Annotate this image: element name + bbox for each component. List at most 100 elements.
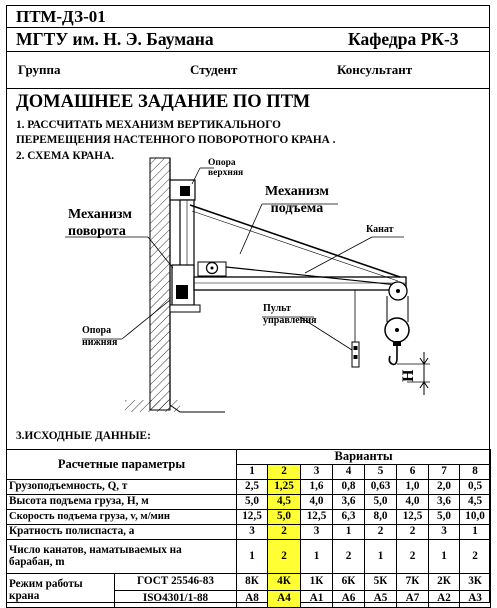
table-cell: 2	[396, 524, 429, 540]
table-cell: А1	[300, 590, 333, 608]
student-label: Студент	[190, 62, 238, 77]
hook-block	[384, 296, 410, 366]
table-cell: 1	[332, 524, 365, 540]
rope-line	[225, 266, 399, 286]
table-cell: 1К	[300, 573, 333, 591]
parameters-table: Расчетные параметры Варианты 1 2 3 4 5 6…	[6, 449, 492, 608]
variant-number-row: 1 2 3 4 5 6 7 8	[7, 464, 492, 480]
iso-label: ISO4301/1-88	[114, 590, 237, 608]
table-row: Скорость подъема груза, v, м/мин 12,5 5,…	[6, 509, 492, 525]
table-cell: 2	[332, 539, 365, 574]
table-cell: 0,5	[458, 479, 492, 495]
table-cell: 6К	[332, 573, 365, 591]
table-cell: А6	[332, 590, 365, 608]
table-cell: 8К	[236, 573, 268, 591]
row-label: Число канатов, наматываемых на барабан, …	[6, 539, 237, 574]
jib-beam	[189, 204, 407, 291]
table-cell: 2К	[428, 573, 460, 591]
rotation-mechanism-label: Механизм поворота	[68, 207, 132, 239]
table-cell: 5,0	[236, 494, 268, 510]
rope-label: Канат	[366, 224, 394, 235]
task-item-1-line-1: 1. РАССЧИТАТЬ МЕХАНИЗМ ВЕРТИКАЛЬНОГО	[16, 119, 281, 131]
variant-number: 5	[364, 464, 397, 480]
variant-number: 8	[458, 464, 492, 480]
row-label: Грузоподъемность, Q, т	[6, 479, 237, 495]
table-cell: 3,6	[428, 494, 460, 510]
group-label: Группа	[18, 62, 61, 77]
variants-header: Варианты	[235, 449, 492, 465]
table-cell: 1,6	[300, 479, 333, 495]
row-label: Кратность полиспаста, a	[6, 524, 237, 540]
table-cell: А3	[458, 590, 492, 608]
table-cell: 3К	[458, 573, 492, 591]
table-cell: 5К	[364, 573, 397, 591]
table-cell: 5,0	[267, 509, 301, 525]
table-cell: 4,0	[300, 494, 333, 510]
variant-number: 1	[236, 464, 268, 480]
table-cell: 4К	[267, 573, 301, 591]
table-cell: 2	[364, 524, 397, 540]
lower-support-label: Опора нижняя	[82, 325, 118, 348]
table-cell: 2	[396, 539, 429, 574]
university-name: МГТУ им. Н. Э. Баумана	[16, 29, 214, 49]
lower-support	[169, 264, 201, 313]
table-cell: 2	[458, 539, 492, 574]
table-cell: 7К	[396, 573, 429, 591]
crane-diagram	[65, 157, 430, 413]
table-cell: 12,5	[300, 509, 333, 525]
table-cell: 1	[428, 539, 460, 574]
table-cell: 2	[267, 539, 301, 574]
table-row: Грузоподъемность, Q, т 2,5 1,25 1,6 0,8 …	[6, 479, 492, 495]
table-cell: 6,3	[332, 509, 365, 525]
table-cell: 0,63	[364, 479, 397, 495]
control-pendant	[351, 290, 360, 368]
table-cell: 3	[236, 524, 268, 540]
header-divider	[6, 88, 490, 89]
header-divider	[6, 51, 490, 52]
table-cell: 1	[236, 539, 268, 574]
table-cell: 12,5	[396, 509, 429, 525]
table-cell: 1	[458, 524, 492, 540]
row-label: Высота подъема груза, H, м	[6, 494, 237, 510]
lifting-winch	[197, 261, 227, 277]
table-cell: 3	[428, 524, 460, 540]
table-cell: 4,5	[458, 494, 492, 510]
table-cell: 2,5	[236, 479, 268, 495]
table-cell: 12,5	[236, 509, 268, 525]
document-code: ПТМ-ДЗ-01	[16, 7, 106, 26]
pendant-label: Пульт управления	[263, 303, 317, 326]
table-cell: А7	[396, 590, 429, 608]
table-cell: А8	[236, 590, 268, 608]
table-cell: А5	[364, 590, 397, 608]
table-cell: 1,25	[267, 479, 301, 495]
end-pulley	[388, 281, 408, 301]
table-cell: 4,5	[267, 494, 301, 510]
table-cell: А2	[428, 590, 460, 608]
table-cell: 1	[300, 539, 333, 574]
consultant-label: Консультант	[337, 62, 413, 77]
table-row: Кратность полиспаста, a 3 2 3 1 2 2 3 1	[6, 524, 492, 540]
variant-number: 7	[428, 464, 460, 480]
task-item-2: 2. СХЕМА КРАНА.	[16, 150, 115, 162]
param-header: Расчетные параметры	[6, 449, 237, 480]
height-dimension	[397, 352, 430, 395]
mode-label: Режим работы крана	[6, 573, 115, 608]
table-cell: 1,0	[396, 479, 429, 495]
table-row: Число канатов, наматываемых на барабан, …	[6, 539, 492, 574]
table-cell: 1	[364, 539, 397, 574]
table-cell: 5,0	[428, 509, 460, 525]
variant-number: 2	[267, 464, 301, 480]
table-row: Высота подъема груза, H, м 5,0 4,5 4,0 3…	[6, 494, 492, 510]
table-cell: 0,8	[332, 479, 365, 495]
table-cell: 5,0	[364, 494, 397, 510]
task-item-1-line-2: ПЕРЕМЕЩЕНИЯ НАСТЕННОГО ПОВОРОТНОГО КРАНА…	[16, 134, 336, 146]
wall	[125, 157, 225, 413]
row-label: Скорость подъема груза, v, м/мин	[6, 509, 237, 525]
variant-number: 4	[332, 464, 365, 480]
upper-support-label: Опора верхняя	[208, 158, 244, 178]
table-cell: 3,6	[332, 494, 365, 510]
table-cell: 10,0	[458, 509, 492, 525]
initial-data-title: 3.ИСХОДНЫЕ ДАННЫЕ:	[16, 430, 151, 442]
table-cell: 3	[300, 524, 333, 540]
lift-mechanism-label: Механизм подъема	[265, 184, 329, 216]
